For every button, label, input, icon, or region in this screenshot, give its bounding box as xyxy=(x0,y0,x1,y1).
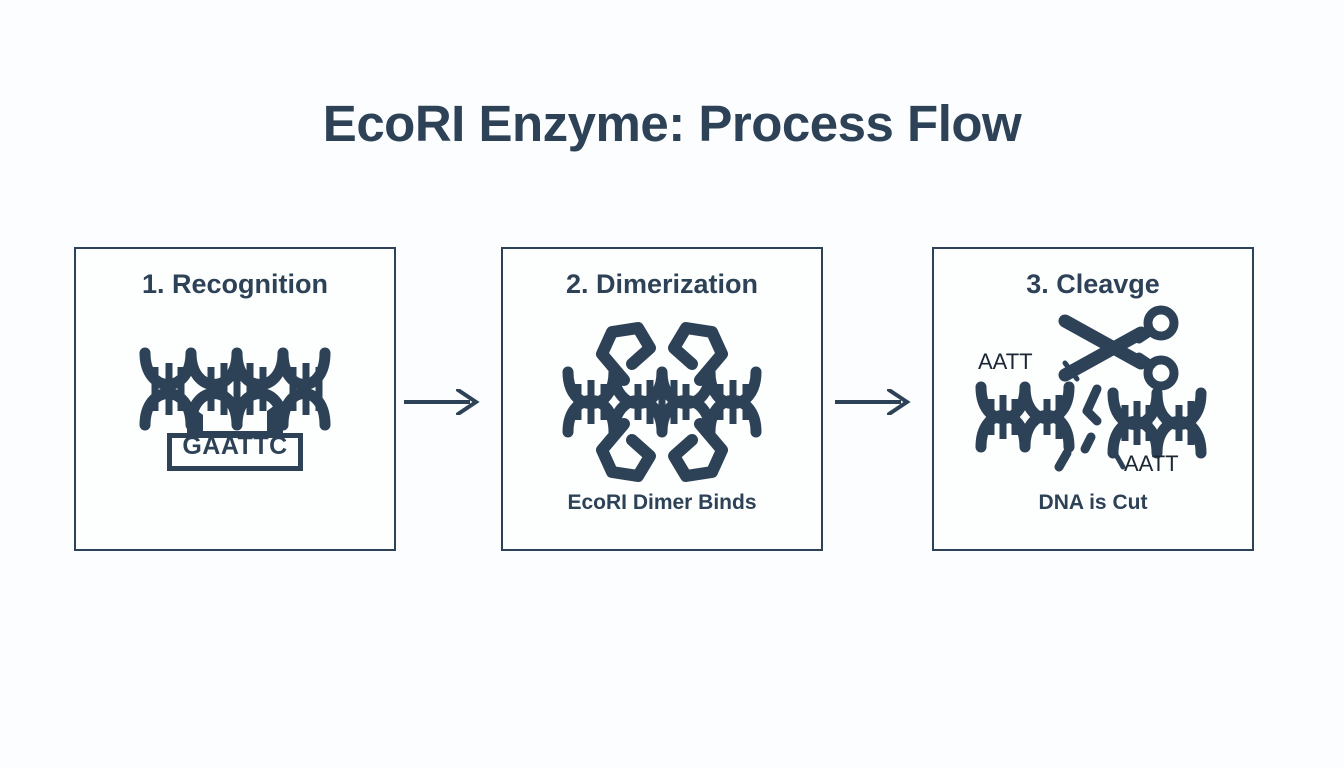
step-title: 3. Cleavge xyxy=(1026,269,1160,299)
step-caption: DNA is Cut xyxy=(1038,491,1148,514)
process-flow: 1. Recognition xyxy=(74,247,1262,555)
page-title: EcoRI Enzyme: Process Flow xyxy=(322,95,1022,152)
arrow-step1-to-step2 xyxy=(404,389,484,415)
step-box-cleavage[interactable]: 3. Cleavge xyxy=(932,247,1254,551)
step-box-dimerization[interactable]: 2. Dimerization xyxy=(501,247,823,551)
dna-helix-with-recognition-site-icon xyxy=(76,337,394,477)
scissors-cutting-dna-icon xyxy=(934,299,1252,499)
step-caption: EcoRI Dimer Binds xyxy=(567,491,757,514)
step-title: 2. Dimerization xyxy=(565,269,759,299)
dna-helix-with-enzyme-dimer-icon xyxy=(503,311,821,491)
step-box-recognition[interactable]: 1. Recognition xyxy=(74,247,396,551)
arrow-step2-to-step3 xyxy=(835,389,915,415)
step-title: 1. Recognition xyxy=(141,269,328,299)
